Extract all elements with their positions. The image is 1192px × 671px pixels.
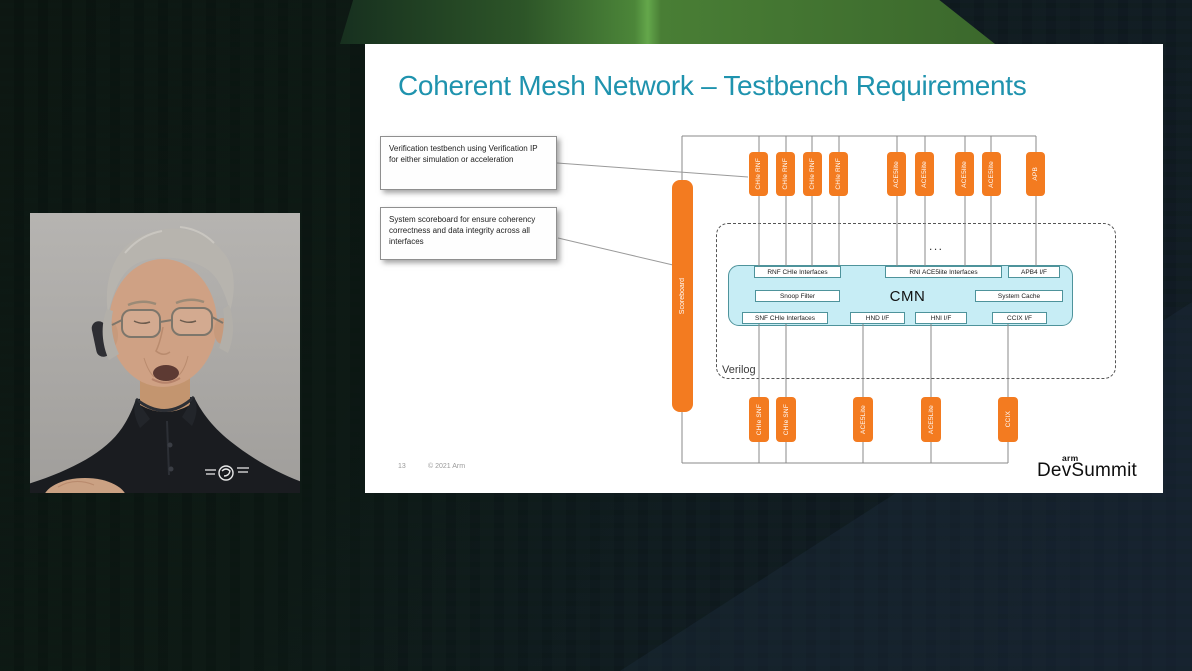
devsummit-logo-text: DevSummit — [1037, 460, 1137, 481]
port-label: ACE5Lite — [927, 404, 935, 435]
shirt-button — [168, 466, 174, 472]
port-ace5lite-bottom-2: ACE5Lite — [921, 397, 941, 442]
copyright: © 2021 Arm — [428, 463, 466, 470]
cmn-box-snf-chie-interfaces: SNF CHIe Interfaces — [742, 312, 828, 324]
port-ace5lite-4: ACE5lite — [982, 152, 1001, 196]
ellipsis-more-ports: ... — [929, 239, 944, 253]
callout-text: System scoreboard for ensure coherency c… — [389, 215, 536, 247]
presenter-fold-right — [178, 355, 189, 376]
scoreboard-label: Scoreboard — [679, 277, 686, 315]
presenter-glasses — [111, 307, 224, 338]
cmn-box-rnf-chie-interfaces: RNF CHIe Interfaces — [754, 266, 841, 278]
cmn-box-hni-if: HNI I/F — [915, 312, 967, 324]
cmn-box-system-cache: System Cache — [975, 290, 1063, 302]
cmn-box-rni-ace5lite-interfaces: RNI ACE5lite Interfaces — [885, 266, 1002, 278]
cmn-box-snoop-filter: Snoop Filter — [755, 290, 840, 302]
webcam-video — [30, 213, 300, 493]
presenter-hair-side-right — [219, 305, 234, 353]
page-number: 13 — [398, 463, 406, 470]
port-label: CHIe RNF — [755, 158, 762, 190]
presenter-hair-highlight — [124, 226, 215, 254]
port-label: CHIe RNF — [835, 158, 842, 190]
presenter-hand — [45, 478, 125, 493]
slide: Coherent Mesh Network – Testbench Requir… — [365, 44, 1163, 493]
port-label: ACE5lite — [893, 160, 900, 188]
diagram-wires — [556, 135, 1037, 464]
background-green-band — [340, 0, 995, 44]
port-label: CHIe SNF — [782, 403, 790, 436]
cmn-box-apb4-if: APB4 I/F — [1008, 266, 1060, 278]
presenter-hair — [106, 228, 234, 315]
presenter-eyebrow-right — [175, 298, 205, 305]
shirt-button — [167, 442, 173, 448]
verilog-label: Verilog — [722, 364, 756, 376]
presenter-face — [109, 259, 217, 387]
presenter-hand-line — [57, 480, 95, 488]
callout-text: Verification testbench using Verificatio… — [389, 144, 538, 165]
shirt-logo — [205, 465, 249, 481]
callout-verification-testbench: Verification testbench using Verificatio… — [380, 136, 557, 190]
slide-title: Coherent Mesh Network – Testbench Requir… — [398, 70, 1027, 101]
presenter-eye-left — [133, 320, 151, 325]
presenter-mouth — [153, 365, 179, 381]
port-ccix: CCIX — [998, 397, 1018, 442]
arm-devsummit-logo: arm DevSummit — [1037, 453, 1152, 487]
port-chie-rnf-1: CHIe RNF — [749, 152, 768, 196]
shirt-placket — [166, 420, 170, 476]
cmn-box-ccix-if: CCIX I/F — [992, 312, 1047, 324]
presenter-fold-left — [143, 357, 155, 378]
port-ace5lite-bottom-1: ACE5Lite — [853, 397, 873, 442]
port-label: ACE5lite — [961, 160, 968, 188]
cmn-title: CMN — [889, 287, 926, 305]
presenter-eye-right — [179, 319, 197, 324]
port-chie-rnf-3: CHIe RNF — [803, 152, 822, 196]
port-ace5lite-2: ACE5lite — [915, 152, 934, 196]
port-label: ACE5lite — [988, 160, 995, 188]
callout-system-scoreboard: System scoreboard for ensure coherency c… — [380, 207, 557, 260]
port-label: ACE5Lite — [859, 404, 867, 435]
presenter-nose — [155, 326, 171, 355]
port-chie-snf-2: CHIe SNF — [776, 397, 796, 442]
presenter — [30, 213, 300, 493]
port-apb: APB — [1026, 152, 1045, 196]
presenter-eyebrow-left — [127, 300, 157, 307]
port-label: CHIe SNF — [755, 403, 763, 436]
port-chie-rnf-4: CHIe RNF — [829, 152, 848, 196]
port-label: APB — [1032, 167, 1039, 181]
shirt-collar-flap-right — [182, 397, 197, 426]
scoreboard-bar: Scoreboard — [672, 180, 693, 412]
port-ace5lite-3: ACE5lite — [955, 152, 974, 196]
port-chie-rnf-2: CHIe RNF — [776, 152, 795, 196]
port-label: CHIe RNF — [782, 158, 789, 190]
arm-logo-text: arm — [1062, 453, 1079, 463]
port-label: CCIX — [1004, 411, 1012, 428]
port-label: ACE5lite — [921, 160, 928, 188]
port-label: CHIe RNF — [809, 158, 816, 190]
cmn-box-hnd-if: HND I/F — [850, 312, 905, 324]
presenter-lip — [151, 377, 181, 384]
verilog-dashed-boundary — [716, 223, 1116, 379]
shirt-collar-flap-left — [134, 399, 150, 428]
port-chie-snf-1: CHIe SNF — [749, 397, 769, 442]
shirt-collar — [135, 395, 196, 412]
port-ace5lite-1: ACE5lite — [887, 152, 906, 196]
presenter-hair-side-left — [102, 309, 119, 360]
